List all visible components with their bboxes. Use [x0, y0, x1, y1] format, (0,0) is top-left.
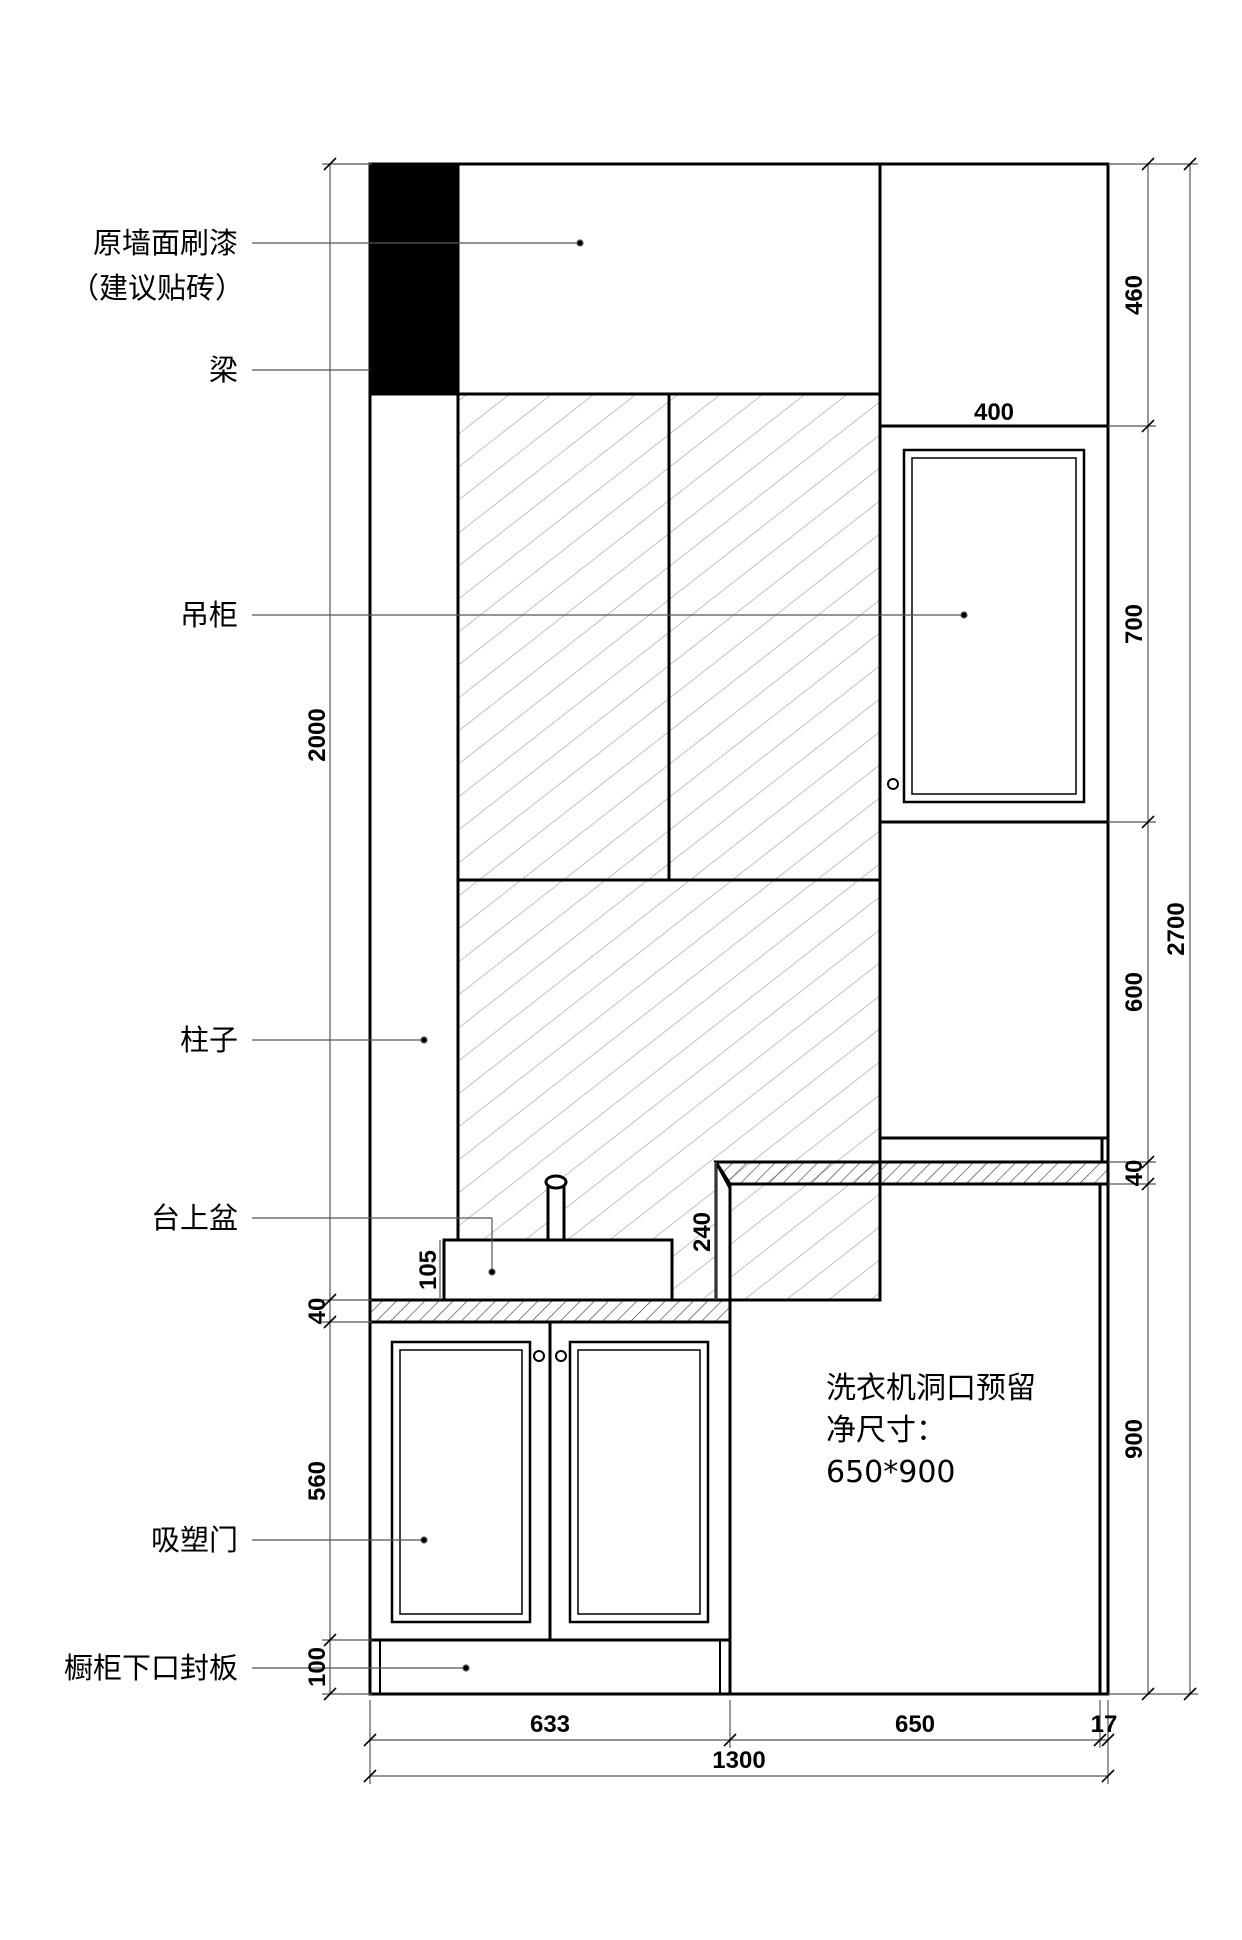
- dimension-ticks: [323, 157, 1197, 1783]
- washer-counter: [713, 1160, 1110, 1186]
- door-handle-icon: [887, 778, 899, 790]
- beam-block: [368, 162, 460, 396]
- dim-600: 600: [1121, 972, 1148, 1012]
- dimension-lines: [322, 163, 1198, 1784]
- dim-400: 400: [974, 399, 1014, 426]
- leaders: [252, 239, 968, 1672]
- wall-cabinet-area: [456, 392, 882, 1302]
- dim-2700: 2700: [1163, 902, 1190, 955]
- label-wall-cabinet: 吊柜: [180, 598, 238, 632]
- dim-900: 900: [1121, 1419, 1148, 1459]
- dim-633: 633: [530, 1711, 570, 1738]
- dim-105: 105: [415, 1250, 442, 1290]
- dim-560: 560: [304, 1461, 331, 1501]
- backsplash: [456, 878, 882, 1302]
- label-door: 吸塑门: [151, 1523, 238, 1557]
- label-wall-paint-note: （建议贴砖）: [70, 271, 244, 305]
- washer-note-line1: 洗衣机洞口预留: [826, 1371, 1036, 1406]
- washer-note-line3: 650*900: [826, 1455, 956, 1490]
- dim-460: 460: [1121, 275, 1148, 315]
- tall-cabinet-door: [887, 448, 1086, 804]
- dim-240: 240: [689, 1212, 716, 1252]
- basin: [442, 1174, 674, 1302]
- washer-note-line2: 净尺寸：: [826, 1413, 946, 1448]
- dim-650: 650: [895, 1711, 935, 1738]
- base-cabinet: [368, 1320, 732, 1696]
- dim-17: 17: [1091, 1711, 1118, 1738]
- dim-40-right: 40: [1121, 1160, 1148, 1187]
- door-handle-icon: [555, 1350, 567, 1362]
- label-column: 柱子: [180, 1023, 238, 1057]
- door-handle-icon: [533, 1350, 545, 1362]
- labels: 原墙面刷漆 （建议贴砖） 梁 吊柜 柱子 台上盆 吸塑门 橱柜下口封板: [64, 226, 244, 1685]
- label-wall-paint: 原墙面刷漆: [93, 226, 238, 260]
- dim-700: 700: [1121, 604, 1148, 644]
- label-kick-plate: 橱柜下口封板: [64, 1651, 238, 1685]
- dim-100: 100: [304, 1647, 331, 1687]
- label-beam: 梁: [209, 353, 238, 387]
- dim-40-left: 40: [304, 1298, 331, 1325]
- vanity-counter: [368, 1298, 732, 1324]
- washer-note: 洗衣机洞口预留 净尺寸： 650*900: [826, 1371, 1036, 1490]
- dim-1300: 1300: [712, 1747, 765, 1774]
- dimension-texts: 2000 40 105 240 560 100 460 400 700 600 …: [304, 275, 1190, 1774]
- label-basin: 台上盆: [151, 1201, 238, 1235]
- dim-2000: 2000: [304, 708, 331, 761]
